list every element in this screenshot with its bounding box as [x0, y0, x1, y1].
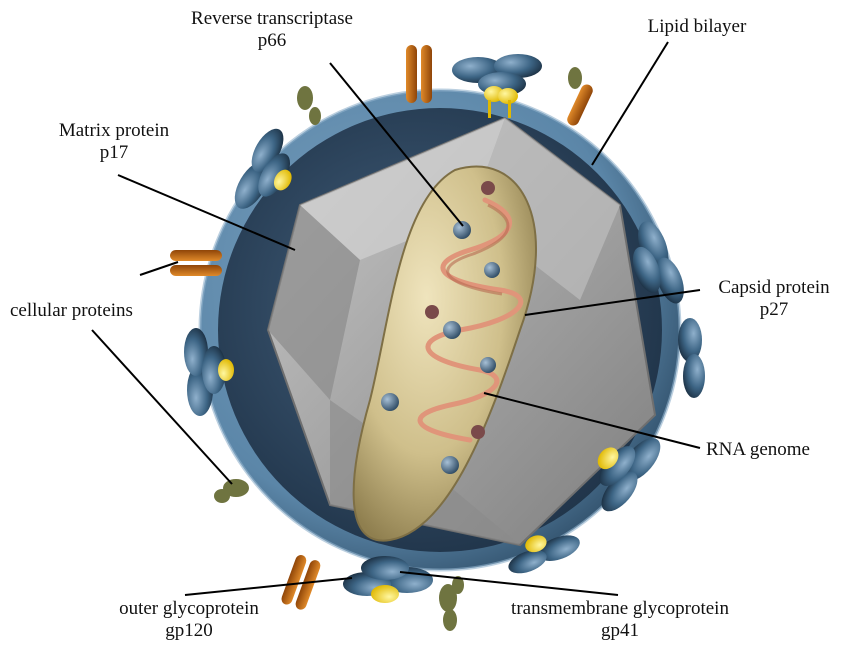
- label-outer-glycoprotein-code: gp120: [94, 620, 284, 642]
- leader-line-transmembrane-glycoprotein: [400, 572, 618, 595]
- label-matrix-protein: Matrix protein p17: [34, 120, 194, 164]
- label-reverse-transcriptase-code: p66: [172, 30, 372, 52]
- label-lipid-bilayer-name: Lipid bilayer: [622, 16, 772, 38]
- label-reverse-transcriptase: Reverse transcriptase p66: [172, 8, 372, 52]
- label-transmembrane-glycoprotein: transmembrane glycoprotein gp41: [470, 598, 770, 642]
- label-rna-genome: RNA genome: [706, 439, 810, 461]
- label-capsid-protein: Capsid protein p27: [698, 277, 850, 321]
- leader-line-lipid-bilayer: [592, 42, 668, 165]
- label-reverse-transcriptase-name: Reverse transcriptase: [172, 8, 372, 30]
- label-cellular-proteins: cellular proteins: [10, 300, 133, 322]
- label-capsid-protein-code: p27: [698, 299, 850, 321]
- label-lipid-bilayer: Lipid bilayer: [622, 16, 772, 38]
- label-transmembrane-glycoprotein-name: transmembrane glycoprotein: [470, 598, 770, 620]
- leader-line-outer-glycoprotein: [185, 578, 352, 595]
- label-cellular-proteins-name: cellular proteins: [10, 300, 133, 322]
- label-outer-glycoprotein: outer glycoprotein gp120: [94, 598, 284, 642]
- label-rna-genome-name: RNA genome: [706, 439, 810, 461]
- label-outer-glycoprotein-name: outer glycoprotein: [94, 598, 284, 620]
- label-matrix-protein-code: p17: [34, 142, 194, 164]
- label-transmembrane-glycoprotein-code: gp41: [470, 620, 770, 642]
- label-matrix-protein-name: Matrix protein: [34, 120, 194, 142]
- label-capsid-protein-name: Capsid protein: [698, 277, 850, 299]
